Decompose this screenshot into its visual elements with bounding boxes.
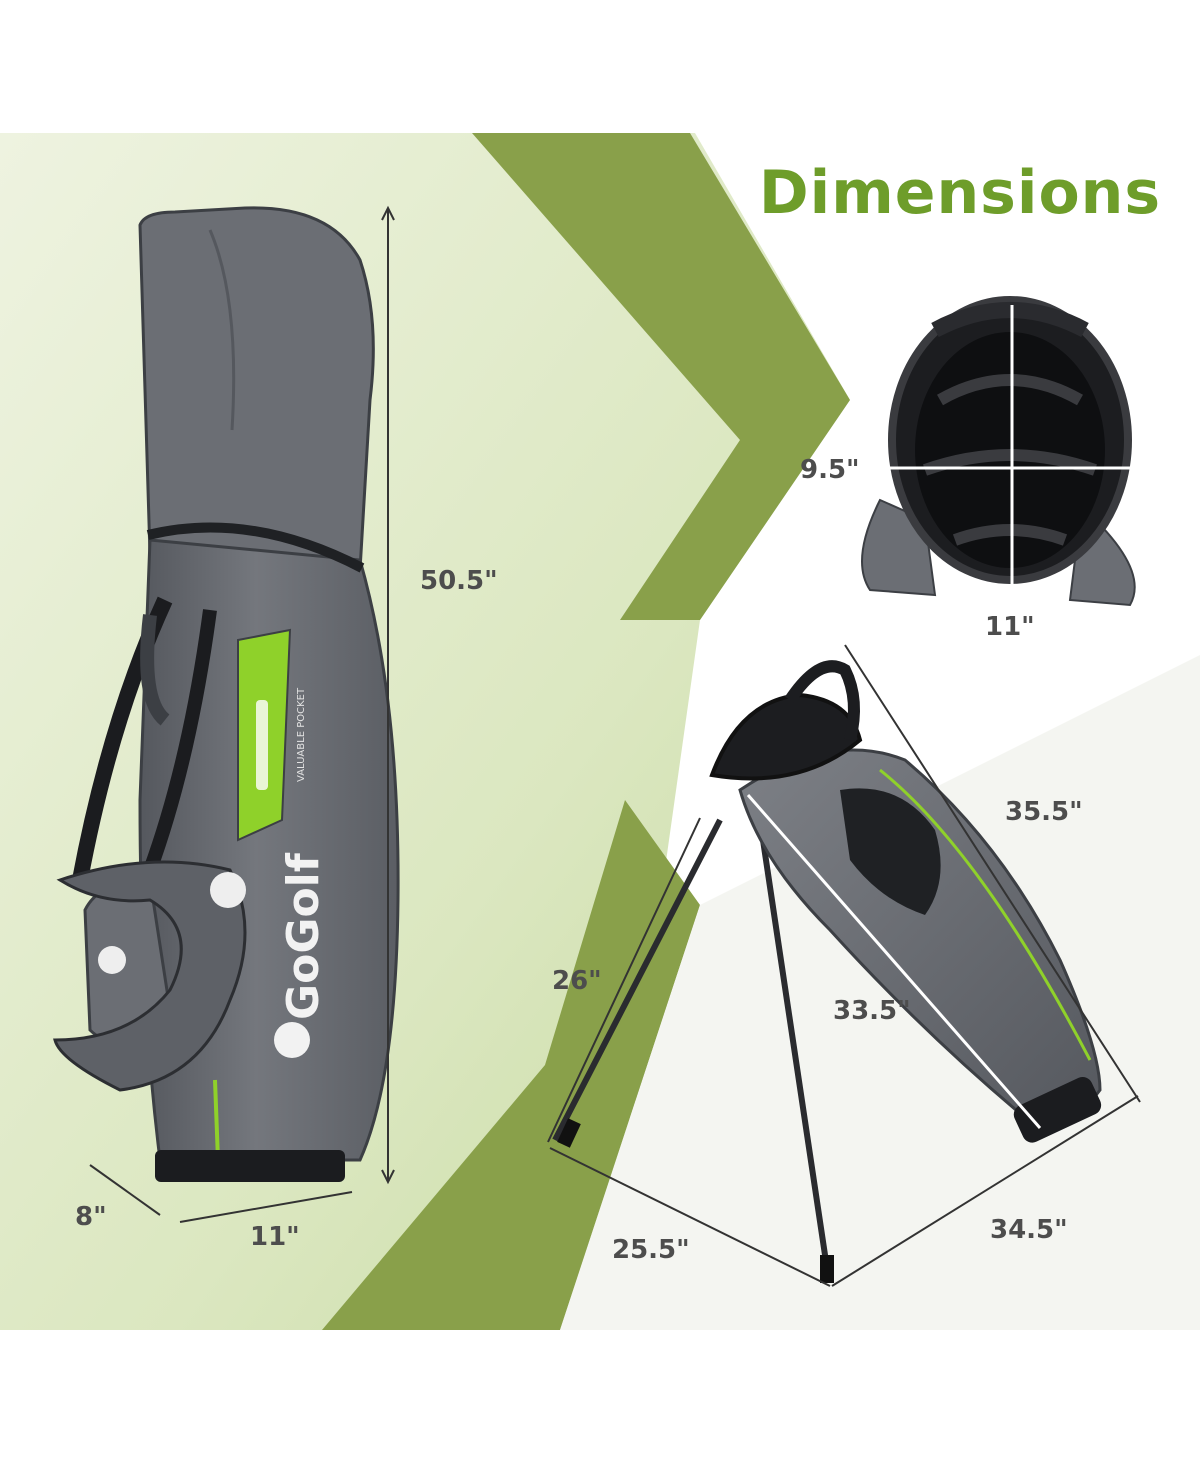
base-left-arrow [549, 1147, 831, 1287]
top-handle [931, 302, 1089, 338]
valuable-pocket-label: VALUABLE POCKET [296, 687, 307, 782]
right-light-gradient [560, 655, 1200, 1330]
page-title: Dimensions [758, 158, 1162, 228]
top-depth-label: 9.5" [800, 455, 860, 485]
bag-length-arrow [746, 794, 1042, 1129]
base-left-label: 25.5" [612, 1235, 690, 1265]
bag-height-label: 50.5" [420, 566, 498, 596]
top-width-label: 11" [985, 612, 1035, 642]
stand-leg-left [552, 818, 723, 1142]
stand-diagonal-arrow [844, 644, 1141, 1103]
club-divider-arcs [923, 374, 1097, 546]
gogolf-logo-icon [274, 1022, 310, 1058]
left-dimension-lines [89, 205, 395, 1223]
top-view-dimension-lines [888, 305, 1140, 600]
height-arrow-head-bottom [381, 1169, 395, 1185]
bag-depth-label: 8" [75, 1202, 107, 1232]
lime-piping [213, 1079, 220, 1161]
bag-base [155, 1150, 345, 1182]
height-arrow-head-top [381, 205, 395, 221]
bag-top-view-illustration [861, 296, 1136, 607]
lower-green-chevron-band [322, 800, 700, 1330]
stand-leg-right [757, 819, 831, 1276]
leg-foot-left [557, 1118, 581, 1148]
pocket-zip [256, 700, 268, 790]
stand-diagonal-label: 35.5" [1005, 797, 1083, 827]
upper-green-chevron-band [472, 133, 850, 620]
shoulder-pad [53, 860, 247, 1092]
stand-bag-base [1013, 1076, 1102, 1143]
stand-bag-handle [785, 660, 860, 742]
pad-logo-icon [210, 872, 246, 908]
stand-bag-rim [709, 692, 863, 781]
leg-length-arrow [547, 817, 701, 1143]
bag-stand-view-illustration [552, 660, 1102, 1283]
stand-bag-lime-piping [879, 768, 1092, 1061]
shoulder-strap-right [143, 609, 217, 873]
depth-arrow [89, 1164, 161, 1216]
leg-length-label: 26" [552, 966, 602, 996]
stand-bag-body [738, 748, 1102, 1132]
gogolf-logo-text: GoGolf [278, 852, 329, 1020]
base-right-label: 34.5" [990, 1215, 1068, 1245]
stand-view-dimension-lines [547, 644, 1141, 1287]
rain-hood [138, 206, 375, 572]
bag-length-label: 33.5" [833, 996, 911, 1026]
bag-collar [146, 522, 365, 573]
width-arrow [179, 1191, 353, 1223]
stand-bag-mesh-pocket [840, 788, 941, 915]
side-pocket-logo-icon [98, 946, 126, 974]
carry-handle [140, 614, 170, 726]
base-right-arrow [831, 1095, 1139, 1287]
bag-width-label: 11" [250, 1222, 300, 1252]
leg-foot-right [820, 1255, 834, 1283]
hood-fold-line [208, 229, 236, 431]
